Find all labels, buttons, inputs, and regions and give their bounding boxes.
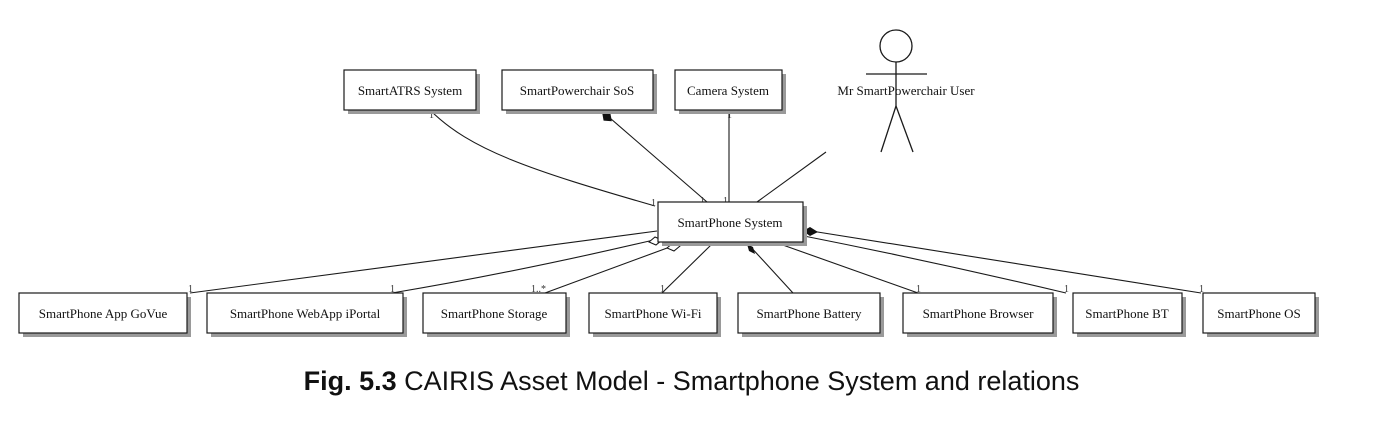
edge-smartphone-bt (803, 235, 1067, 294)
asset-label: Camera System (687, 83, 769, 98)
asset-node-smartphone-app-govue[interactable]: SmartPhone App GoVue (18, 292, 191, 337)
asset-label: SmartPhone WebApp iPortal (230, 306, 381, 321)
mult-os: 1 (1199, 284, 1204, 295)
asset-node-smartphone-webapp-iportal[interactable]: SmartPhone WebApp iPortal (206, 292, 407, 337)
asset-label: SmartPhone Browser (923, 306, 1035, 321)
asset-node-smartphone-system[interactable]: SmartPhone System (657, 201, 807, 246)
edge-smartatrs-smartphone (429, 109, 656, 207)
edge-smartphone-os (804, 229, 1202, 294)
figure-number: Fig. 5.3 (303, 366, 397, 396)
top-assets: SmartATRS System SmartPowerchair SoS Cam… (343, 69, 786, 114)
asset-node-smartphone-storage[interactable]: SmartPhone Storage (422, 292, 570, 337)
edge-smartphone-iportal (391, 238, 659, 294)
mult-wifi: 1 (660, 284, 665, 295)
mult-camera: 1 (727, 110, 732, 121)
association-edges (189, 109, 1202, 294)
asset-node-smartphone-browser[interactable]: SmartPhone Browser (902, 292, 1057, 337)
asset-label: SmartPhone App GoVue (39, 306, 168, 321)
asset-label: SmartPowerchair SoS (520, 83, 634, 98)
actor-stick-figure-icon (866, 29, 927, 153)
bottom-assets: SmartPhone App GoVue SmartPhone WebApp i… (18, 292, 1319, 337)
edge-smartphone-wifi (661, 243, 713, 294)
edge-smartphone-storage (544, 243, 679, 294)
asset-node-smartpowerchair-sos[interactable]: SmartPowerchair SoS (501, 69, 657, 114)
edge-actor-smartphone (756, 151, 827, 203)
asset-label: SmartPhone BT (1085, 306, 1168, 321)
composition-diamond-battery (747, 244, 755, 254)
asset-node-smartphone-os[interactable]: SmartPhone OS (1202, 292, 1319, 337)
mult-browser: 1 (916, 284, 921, 295)
asset-node-smartphone-wifi[interactable]: SmartPhone Wi-Fi (588, 292, 721, 337)
edge-smartphone-govue (189, 230, 658, 294)
actor-mr-smartpowerchair-user[interactable]: Mr SmartPowerchair User (837, 29, 975, 153)
mult-bt: 1 (1064, 284, 1069, 295)
asset-label: SmartPhone System (677, 215, 782, 230)
asset-node-smartphone-battery[interactable]: SmartPhone Battery (737, 292, 884, 337)
asset-label: SmartPhone Wi-Fi (604, 306, 701, 321)
asset-node-smartphone-bt[interactable]: SmartPhone BT (1072, 292, 1186, 337)
edge-smartphone-browser (779, 243, 919, 294)
asset-node-smartatrs-system[interactable]: SmartATRS System (343, 69, 480, 114)
mult-smartatrs: 1 (429, 110, 434, 121)
mult-center-left: 1 (651, 198, 656, 209)
composition-diamond-powerchair (602, 112, 612, 122)
mult-govue: 1 (188, 284, 193, 295)
figure-caption: Fig. 5.3 CAIRIS Asset Model - Smartphone… (0, 366, 1383, 397)
edge-smartphone-battery (747, 243, 794, 294)
asset-label: SmartPhone Battery (756, 306, 862, 321)
asset-label: SmartATRS System (358, 83, 462, 98)
actor-label: Mr SmartPowerchair User (837, 83, 975, 98)
figure-caption-text: CAIRIS Asset Model - Smartphone System a… (396, 366, 1080, 396)
edge-powerchair-smartphone (602, 111, 708, 203)
mult-storage: 1..* (531, 284, 546, 295)
asset-label: SmartPhone OS (1217, 306, 1300, 321)
mult-iportal: 1 (390, 284, 395, 295)
asset-label: SmartPhone Storage (441, 306, 548, 321)
asset-node-camera-system[interactable]: Camera System (674, 69, 786, 114)
